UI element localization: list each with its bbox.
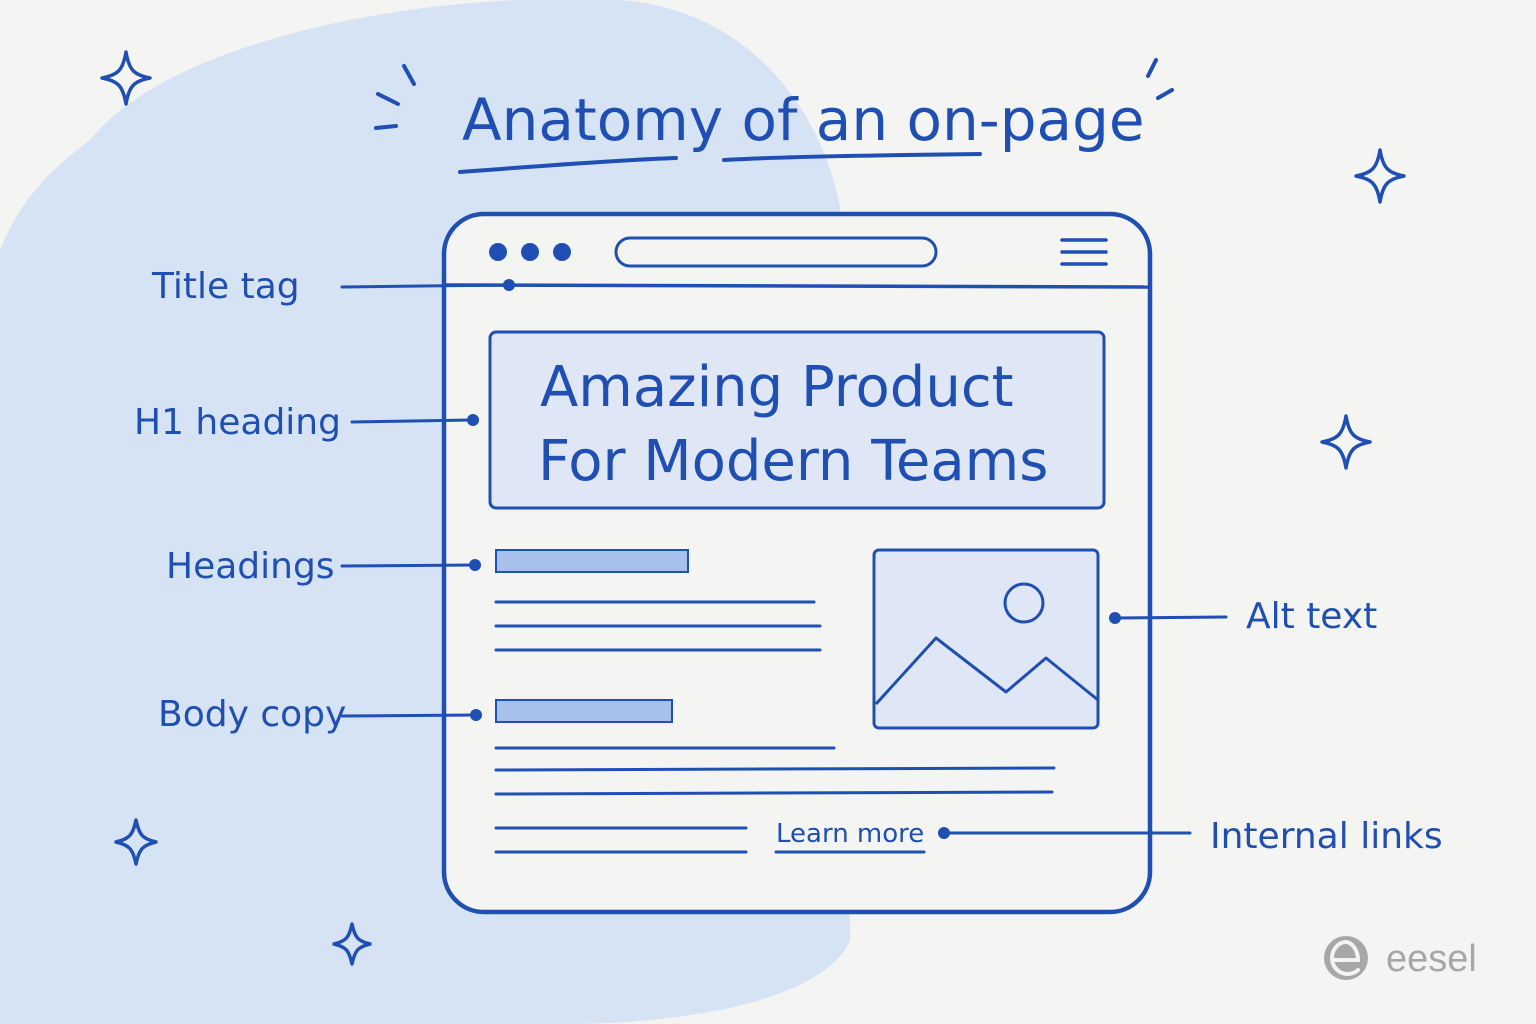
label-internal-links: Internal links	[1210, 816, 1443, 857]
body-copy-leader	[340, 713, 477, 718]
sparkle-icon	[1354, 148, 1406, 204]
title-tag-leader	[340, 283, 510, 289]
paragraph-lines	[494, 600, 822, 652]
window-dot-icon	[521, 243, 539, 261]
hero-heading-line-1: Amazing Product	[540, 355, 1014, 420]
image-placeholder-icon	[872, 548, 1100, 730]
browser-toolbar-divider	[445, 283, 1149, 289]
title-accent-right	[1146, 58, 1174, 100]
window-controls	[489, 243, 571, 261]
body-copy-dot	[470, 709, 482, 721]
title-underline-right	[722, 152, 982, 162]
subheading-bar	[495, 699, 673, 723]
eesel-logo-text: eesel	[1386, 938, 1477, 980]
title-tag-dot	[503, 279, 515, 291]
headings-dot	[469, 559, 481, 571]
label-body-copy: Body copy	[158, 694, 346, 735]
hero-heading-line-2: For Modern Teams	[538, 429, 1048, 494]
paragraph-lines	[494, 746, 1056, 854]
diagram-title: Anatomy of an on-page	[462, 86, 1145, 154]
alt-text-dot	[1109, 612, 1121, 624]
label-h1-heading: H1 heading	[134, 402, 341, 443]
h1-heading-leader	[350, 418, 474, 424]
label-headings: Headings	[166, 546, 335, 587]
eesel-logo-icon	[1324, 936, 1368, 980]
mountain-icon	[874, 636, 1099, 706]
headings-leader	[340, 563, 476, 568]
window-dot-icon	[489, 243, 507, 261]
alt-text-leader	[1114, 615, 1228, 620]
label-alt-text: Alt text	[1246, 596, 1377, 637]
eesel-logo: eesel	[1324, 936, 1477, 980]
title-underline-left	[458, 156, 678, 174]
menu-icon	[1060, 238, 1108, 266]
label-title-tag: Title tag	[151, 266, 300, 307]
title-accent-left	[374, 64, 416, 130]
sparkle-icon	[1320, 414, 1372, 470]
sparkle-icon	[332, 922, 372, 966]
internal-links-dot	[938, 827, 950, 839]
sparkle-icon	[100, 50, 152, 106]
sparkle-icon	[114, 818, 158, 866]
hero-panel	[488, 330, 1106, 510]
address-bar	[614, 236, 938, 268]
h1-heading-dot	[467, 414, 479, 426]
subheading-bar	[495, 549, 689, 573]
sun-icon	[1003, 582, 1045, 624]
window-dot-icon	[553, 243, 571, 261]
learn-more-link[interactable]: Learn more	[776, 819, 924, 849]
